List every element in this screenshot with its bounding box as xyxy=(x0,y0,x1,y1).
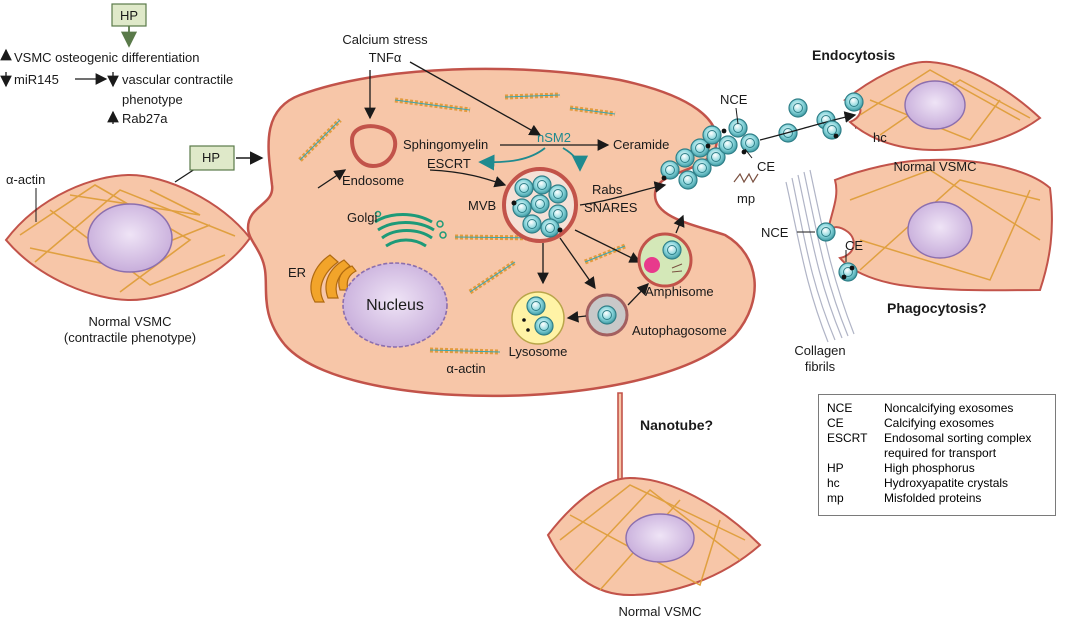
nsm2-to-rabs-arrow xyxy=(562,147,589,172)
normal-vsmc-right-label: Normal VSMC xyxy=(893,159,976,174)
legend-desc: Noncalcifying exosomes xyxy=(884,401,1014,415)
hp-mid-label: HP xyxy=(202,150,220,165)
legend-desc: Calcifying exosomes xyxy=(884,416,995,430)
nsm2-label: nSM2 xyxy=(537,130,571,145)
vsmc-contractile-cell xyxy=(4,173,252,302)
escrt-label: ESCRT xyxy=(427,156,471,171)
nanotube xyxy=(617,392,623,481)
autophagosome-lysosome-arrow xyxy=(566,311,587,323)
hp-top-label: HP xyxy=(120,8,138,23)
amphisome-label: Amphisome xyxy=(645,284,714,299)
nce-mid-label: NCE xyxy=(761,225,789,240)
mvb-secretion-arrow xyxy=(579,181,667,206)
legend-row: ESCRT Endosomal sorting complex required… xyxy=(827,431,1047,461)
tnf-arrow xyxy=(409,61,542,136)
autophagosome-label: Autophagosome xyxy=(632,323,727,338)
lysosome xyxy=(511,291,565,345)
contractile-label-1: Normal VSMC xyxy=(88,314,171,329)
effect-arrows xyxy=(0,48,119,124)
autophagosome-amphisome-arrow xyxy=(627,283,649,306)
hp-box-mid xyxy=(189,145,235,171)
legend-abbr: mp xyxy=(827,491,844,505)
vsmc-bottom xyxy=(546,476,762,597)
legend-abbr: CE xyxy=(827,416,844,430)
misfolded-proteins xyxy=(733,172,759,184)
legend-desc: Endosomal sorting complex required for t… xyxy=(884,431,1032,460)
normal-vsmc-bottom-label: Normal VSMC xyxy=(618,604,701,619)
legend-desc: Misfolded proteins xyxy=(884,491,982,505)
effect-line2b: vascular contractile xyxy=(122,72,233,87)
autophagosome xyxy=(585,293,629,337)
golgi-label: Golgi xyxy=(347,210,377,225)
legend-abbr: HP xyxy=(827,461,844,475)
er xyxy=(310,254,357,303)
amphisome-secretion-arrow xyxy=(673,214,685,234)
tnf-label: TNFα xyxy=(369,50,402,65)
legend-row: HP High phosphorus xyxy=(827,461,1047,476)
mvb xyxy=(502,167,578,243)
hc-label: hc xyxy=(873,130,887,145)
vsmc-right-endocytosis xyxy=(843,60,1042,152)
collagen-fibrils xyxy=(785,169,855,343)
legend-abbr: hc xyxy=(827,476,840,490)
er-label: ER xyxy=(288,265,306,280)
nanotube-label: Nanotube? xyxy=(640,417,713,433)
endosome-label: Endosome xyxy=(342,173,404,188)
lysosome-label: Lysosome xyxy=(509,344,568,359)
effect-line3: phenotype xyxy=(122,92,183,107)
legend: NCE Noncalcifying exosomes CE Calcifying… xyxy=(818,394,1056,516)
endosome xyxy=(349,124,398,168)
rabs-label: Rabs xyxy=(592,182,623,197)
legend-desc: High phosphorus xyxy=(884,461,975,475)
ceramide-label: Ceramide xyxy=(613,137,669,152)
effect-line4: Rab27a xyxy=(122,111,168,126)
alpha-actin-left-label: α-actin xyxy=(6,172,45,187)
nucleus-label: Nucleus xyxy=(366,297,424,314)
snares-label: SNARES xyxy=(584,200,638,215)
legend-row: NCE Noncalcifying exosomes xyxy=(827,401,1047,416)
amphisome xyxy=(637,232,693,288)
nsm2-to-escrt-arrow xyxy=(478,147,546,171)
effect-line2a: miR145 xyxy=(14,72,59,87)
effect-line1: VSMC osteogenic differentiation xyxy=(14,50,199,65)
legend-row: CE Calcifying exosomes xyxy=(827,416,1047,431)
entry-to-endosome-arrow xyxy=(317,169,347,189)
nce-top-label: NCE xyxy=(720,92,748,107)
endocytosis-label: Endocytosis xyxy=(812,47,895,63)
legend-row: hc Hydroxyapatite crystals xyxy=(827,476,1047,491)
contractile-label-2: (contractile phenotype) xyxy=(64,330,196,345)
mvb-autophagosome-arrow xyxy=(559,237,596,290)
secreted-exosomes xyxy=(660,118,760,190)
collagen-label-1: Collagen xyxy=(794,343,845,358)
ce-top-label: CE xyxy=(757,159,775,174)
legend-desc: Hydroxyapatite crystals xyxy=(884,476,1009,490)
mvb-amphisome-arrow xyxy=(574,229,642,263)
collagen-label-2: fibrils xyxy=(805,359,836,374)
mvb-label: MVB xyxy=(468,198,496,213)
ce-mid-label: CE xyxy=(845,238,863,253)
central-vsmc-cell xyxy=(246,67,756,398)
alpha-actin-cell-label: α-actin xyxy=(446,361,485,376)
legend-abbr: NCE xyxy=(827,401,853,415)
phagocytosis-label: Phagocytosis? xyxy=(887,300,987,316)
mp-label: mp xyxy=(737,191,755,206)
legend-row: mp Misfolded proteins xyxy=(827,491,1047,506)
nce-pointer xyxy=(735,107,739,125)
escrt-arrow xyxy=(429,169,507,188)
sphingomyelin-label: Sphingomyelin xyxy=(403,137,488,152)
ce-pointer xyxy=(744,148,753,159)
vsmc-right-phagocytosis xyxy=(827,158,1053,292)
cell-nucleus xyxy=(87,203,173,273)
legend-abbr: ESCRT xyxy=(827,431,868,445)
calcium-stress-label: Calcium stress xyxy=(342,32,428,47)
nucleus xyxy=(342,262,448,348)
golgi xyxy=(374,210,447,248)
endocytosis-arrow xyxy=(759,111,857,141)
